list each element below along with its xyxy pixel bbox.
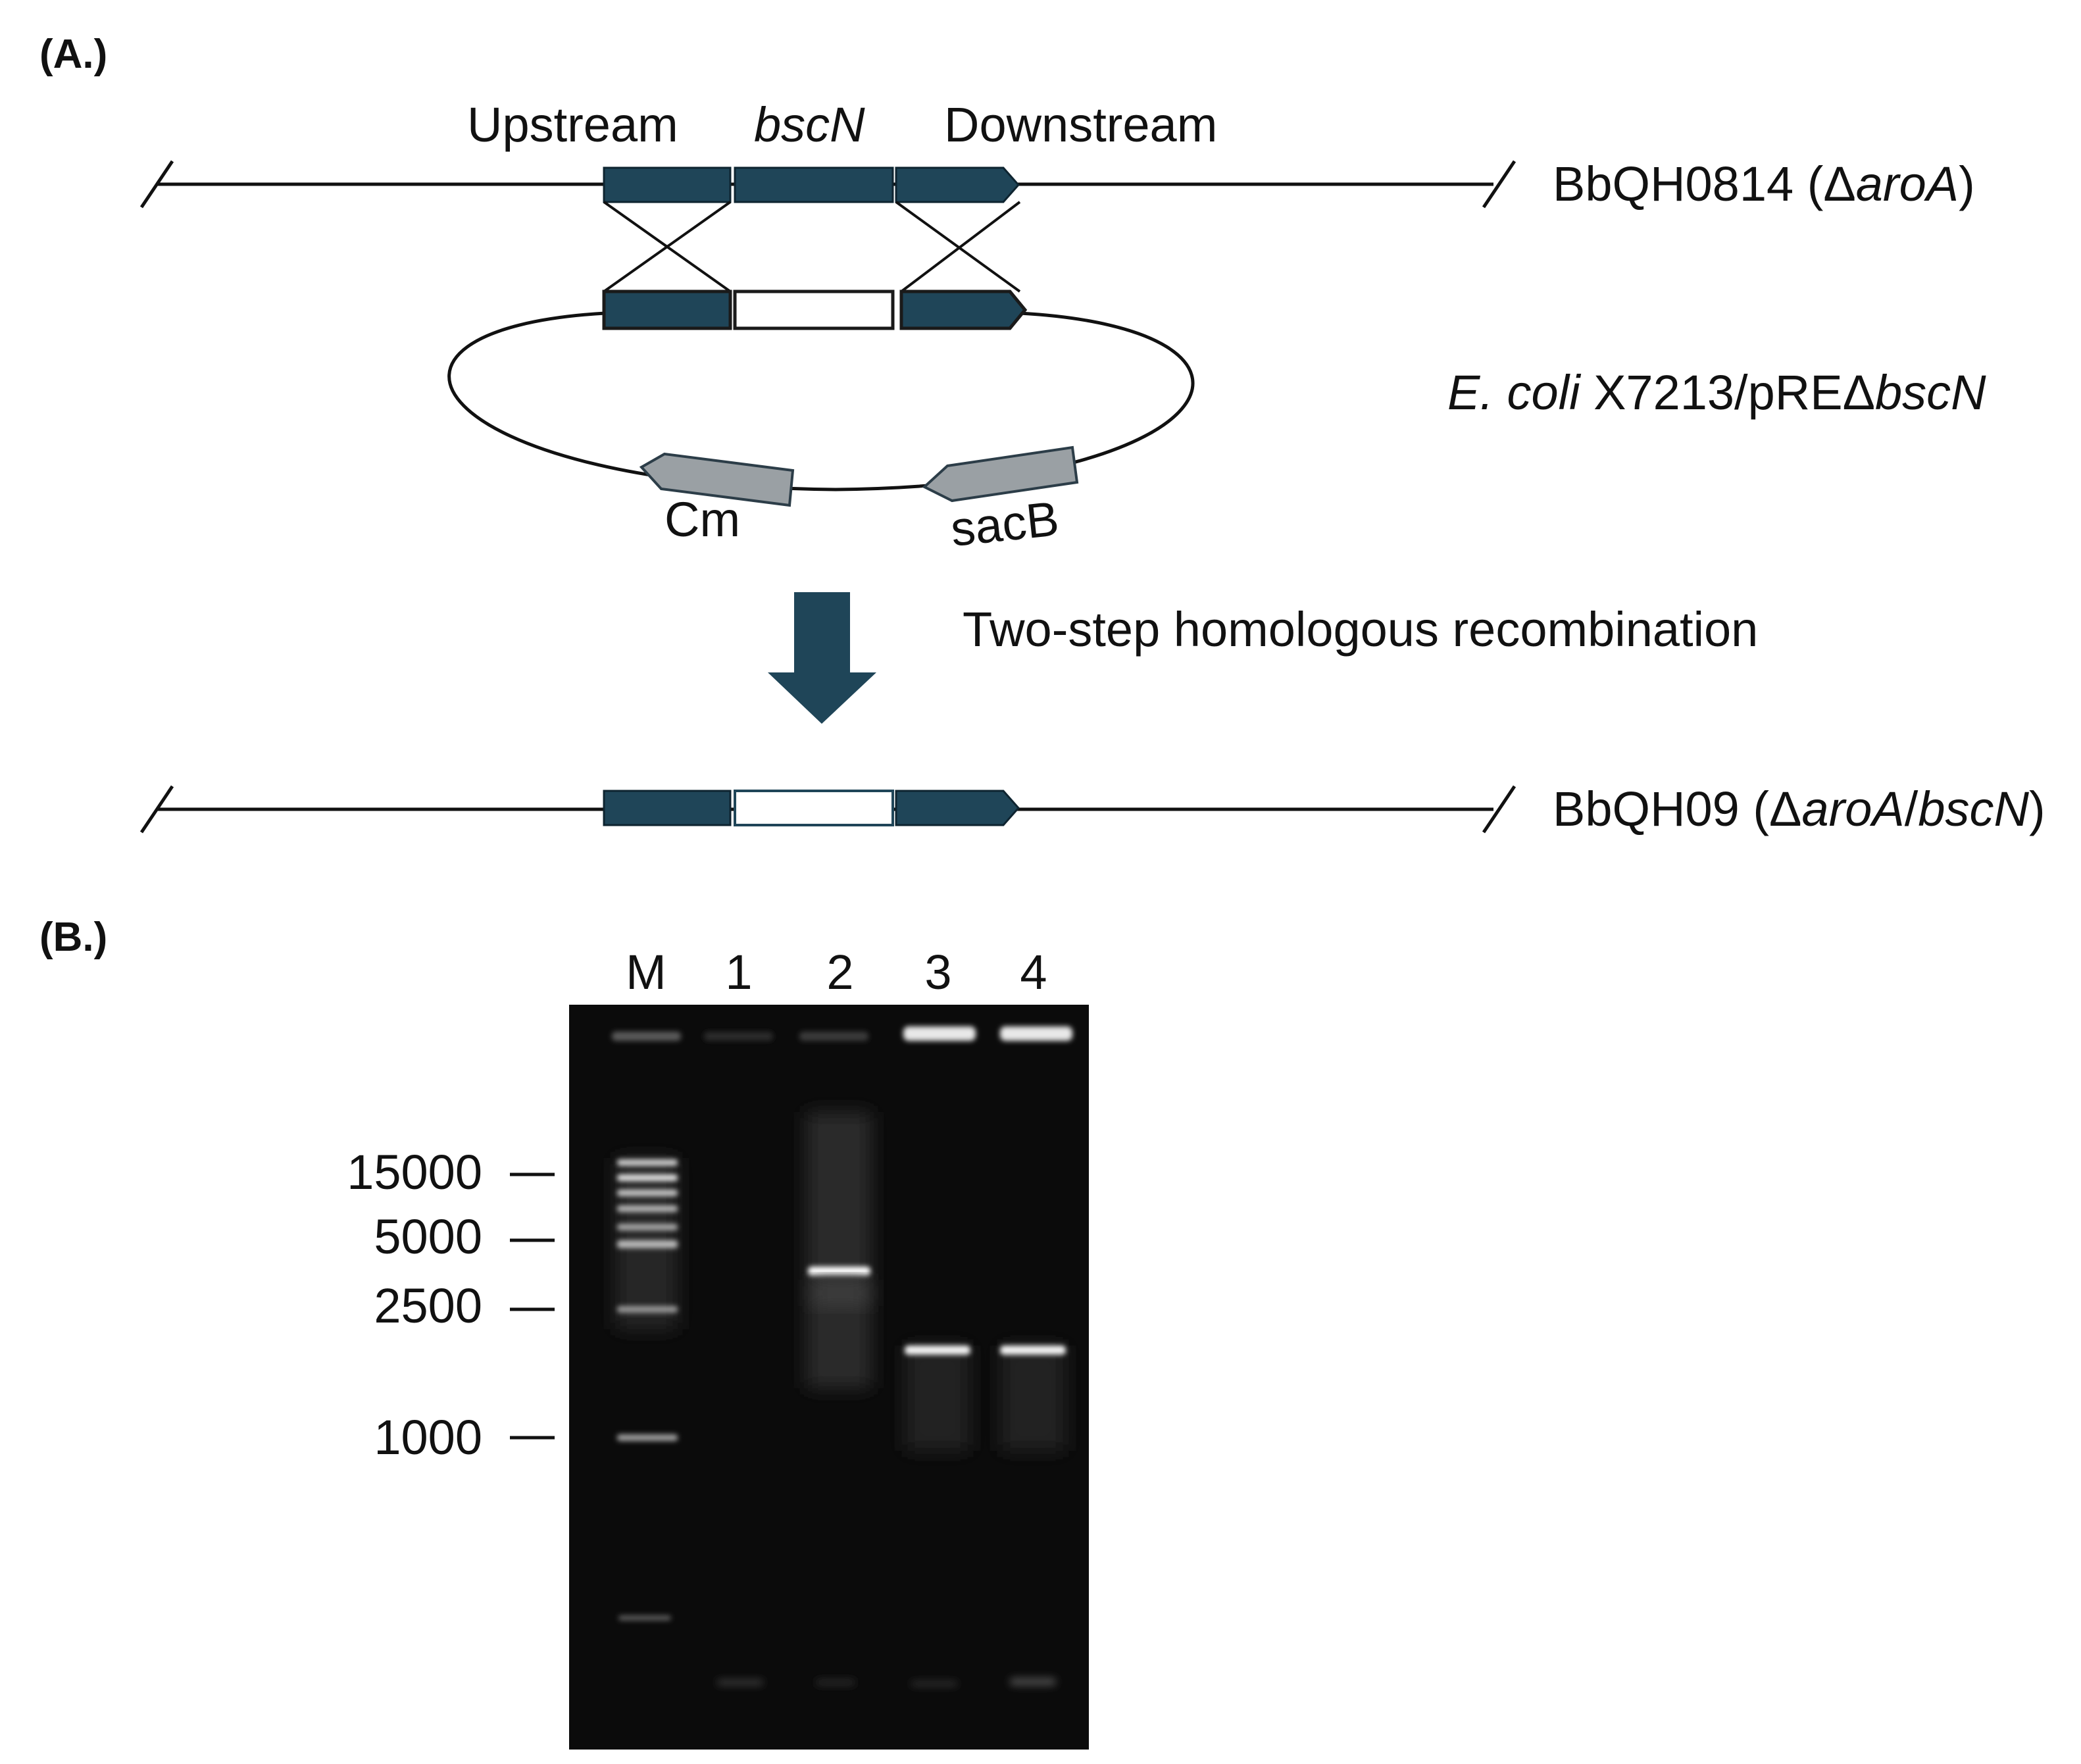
gel-wells — [612, 1026, 1072, 1041]
ladder-label-1000: 1000 — [374, 1410, 482, 1465]
plasmid-label: E. coli X7213/pREΔbscN — [1447, 365, 1986, 420]
mutant-upstream-region — [603, 790, 732, 826]
mutant-chromosome — [139, 785, 1517, 834]
ladder-label-2500: 2500 — [374, 1278, 482, 1333]
ladder-label-5000: 5000 — [374, 1209, 482, 1264]
lane-4-band — [1000, 1346, 1066, 1451]
lane-m-ladder — [615, 1158, 678, 1621]
sacb-marker — [922, 445, 1079, 503]
plasmid-deletion-gap — [733, 290, 895, 330]
cm-label: Cm — [664, 492, 740, 547]
lane-label-4: 4 — [1020, 945, 1047, 999]
mutant-strain-label: BbQH09 (ΔaroA/bscN) — [1553, 782, 2045, 836]
plasmid-downstream-region — [899, 290, 1028, 330]
plasmid-upstream-region — [602, 290, 732, 330]
recombination-arrow — [768, 592, 876, 724]
downstream-region — [895, 166, 1020, 203]
downstream-label: Downstream — [944, 97, 1217, 152]
lane-2-band — [806, 1112, 872, 1388]
mutant-downstream-region — [895, 790, 1020, 826]
bscn-label: bscN — [754, 97, 865, 152]
plasmid-map — [447, 290, 1195, 507]
recombination-step-label: Two-step homologous recombination — [963, 602, 1758, 657]
ladder-label-15000: 15000 — [347, 1145, 482, 1199]
lane-label-2: 2 — [826, 945, 853, 999]
crossover-lines — [603, 201, 1021, 293]
parent-chromosome — [139, 160, 1517, 209]
cm-marker — [639, 452, 795, 507]
lane-label-1: 1 — [725, 945, 752, 999]
gel-bottom-bands — [717, 1678, 1056, 1686]
upstream-label: Upstream — [467, 97, 678, 152]
lane-label-m: M — [626, 945, 666, 999]
bscn-gene — [734, 166, 894, 203]
mutant-deletion-gap — [734, 790, 894, 826]
lane-3-band — [905, 1346, 970, 1451]
panel-b-label: (B.) — [39, 915, 107, 960]
lane-label-3: 3 — [924, 945, 951, 999]
gel-image — [569, 1005, 1089, 1750]
parent-strain-label: BbQH0814 (ΔaroA) — [1553, 157, 1975, 211]
sacb-label: sacB — [948, 491, 1061, 557]
panel-a-label: (A.) — [39, 32, 107, 77]
upstream-region — [603, 166, 732, 203]
